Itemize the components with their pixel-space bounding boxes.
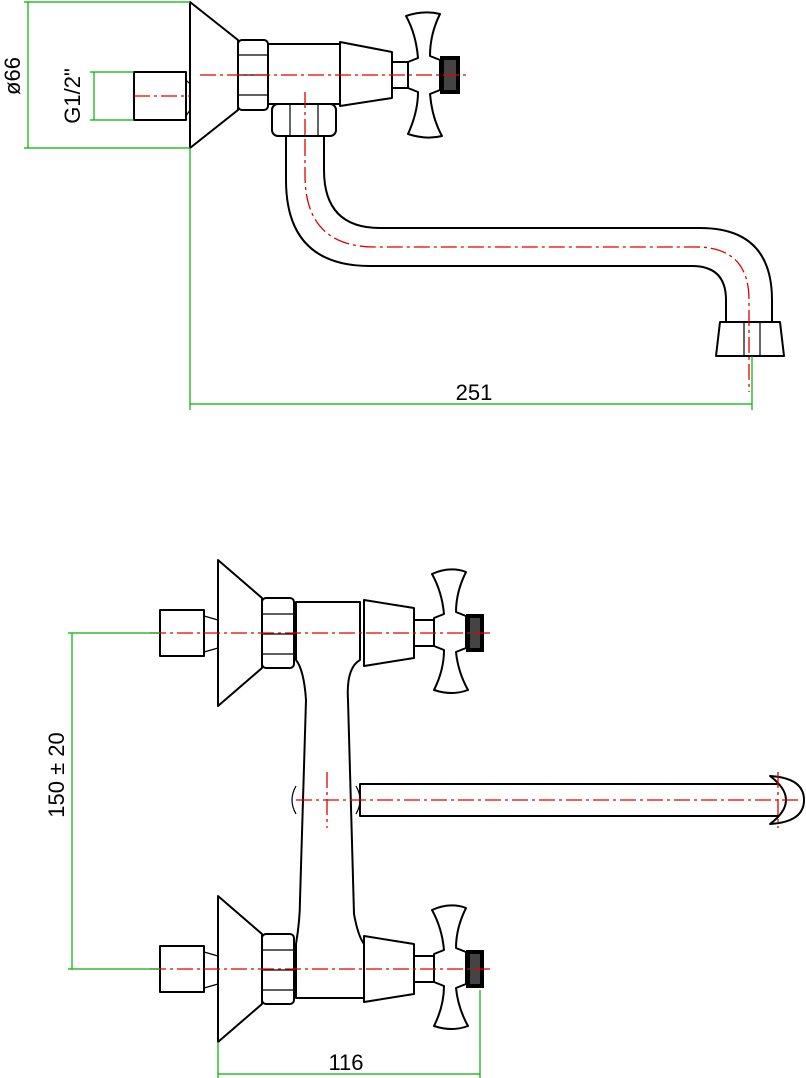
dimension-spacing: 150 ± 20 [44, 632, 160, 970]
side-aerator [715, 321, 785, 357]
dimension-width: 116 [217, 990, 481, 1078]
side-spout-pipe [285, 135, 727, 323]
side-spout-nut [271, 103, 337, 137]
thread-label: G1/2" [60, 68, 85, 124]
side-view: ø66 G1/2" 251 [0, 1, 785, 410]
dimension-diameter: ø66 [0, 1, 190, 149]
dimension-reach: 251 [189, 148, 753, 410]
bottom-cross-handle [431, 904, 469, 1030]
dimension-thread: G1/2" [60, 68, 134, 124]
top-valve [159, 559, 484, 707]
side-valve-body [267, 43, 341, 105]
front-view: 150 ± 20 116 [44, 559, 805, 1078]
diameter-label: ø66 [0, 57, 25, 95]
reach-label: 251 [456, 380, 493, 405]
side-spout-axis [304, 140, 750, 392]
side-valve-cone [339, 41, 393, 107]
top-cross-handle [431, 568, 469, 694]
width-label: 116 [328, 1050, 363, 1075]
spacing-label: 150 ± 20 [44, 732, 69, 817]
